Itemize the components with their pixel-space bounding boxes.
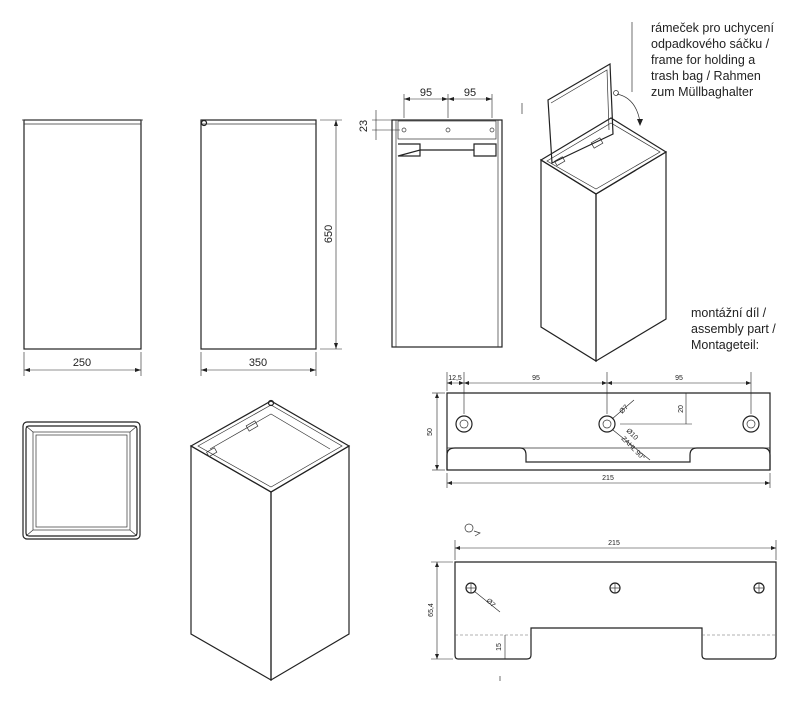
assembly-part-front: 12,5 95 95 20 50 Ø7 Ø10 ZAHL 90° 215 bbox=[427, 372, 771, 488]
dim-part-spacing-right: 95 bbox=[675, 375, 683, 382]
dim-flat-hole-diameter: Ø7 bbox=[485, 597, 497, 609]
part-hole-left bbox=[455, 415, 473, 433]
part-hole-right bbox=[742, 415, 760, 433]
assembly-callout-line-1: montážní díl / bbox=[691, 306, 767, 320]
dim-flat-height: 65,4 bbox=[428, 603, 435, 617]
assembly-part-flat: 215 Ø7 65,4 15 bbox=[428, 523, 777, 681]
frame-callout-line-4: trash bag / Rahmen bbox=[651, 69, 761, 83]
dim-part-hole-height: 20 bbox=[678, 405, 685, 413]
dim-part-width: 215 bbox=[602, 475, 614, 482]
dim-part-spacing-left: 95 bbox=[532, 375, 540, 382]
dim-part-hole-diameter: Ø7 bbox=[618, 404, 630, 416]
dim-height: 650 bbox=[323, 225, 335, 243]
frame-callout-line-5: zum Müllbaghalter bbox=[651, 85, 754, 99]
part-hole-center bbox=[598, 415, 616, 433]
assembly-callout: montážní díl / assembly part / Montagete… bbox=[691, 305, 776, 353]
dim-flat-width: 215 bbox=[608, 540, 620, 547]
side-view: 350 650 bbox=[200, 119, 342, 376]
frame-callout-line-1: rámeček pro uchycení bbox=[651, 21, 774, 35]
dim-part-edge-offset: 12,5 bbox=[448, 375, 462, 382]
frame-callout: rámeček pro uchycení odpadkového sáčku /… bbox=[651, 20, 774, 100]
dim-frame-offset: 23 bbox=[358, 120, 370, 132]
isometric-bin bbox=[189, 399, 351, 682]
assembly-callout-line-2: assembly part / bbox=[691, 322, 776, 336]
assembly-callout-line-3: Montageteil: bbox=[691, 338, 760, 352]
rear-view: 95 95 23 bbox=[358, 87, 523, 348]
dim-front-width: 250 bbox=[73, 357, 91, 369]
dim-part-height: 50 bbox=[427, 428, 434, 436]
frame-callout-line-3: frame for holding a bbox=[651, 53, 756, 67]
top-view bbox=[22, 421, 141, 540]
front-view: 250 bbox=[22, 119, 143, 376]
frame-callout-line-2: odpadkového sáčku / bbox=[651, 37, 770, 51]
dim-hole-spacing-right: 95 bbox=[464, 87, 476, 99]
dim-flat-notch-height: 15 bbox=[496, 643, 503, 651]
dim-hole-spacing-left: 95 bbox=[420, 87, 432, 99]
dim-side-width: 350 bbox=[249, 357, 267, 369]
isometric-bin-with-frame bbox=[539, 22, 668, 363]
